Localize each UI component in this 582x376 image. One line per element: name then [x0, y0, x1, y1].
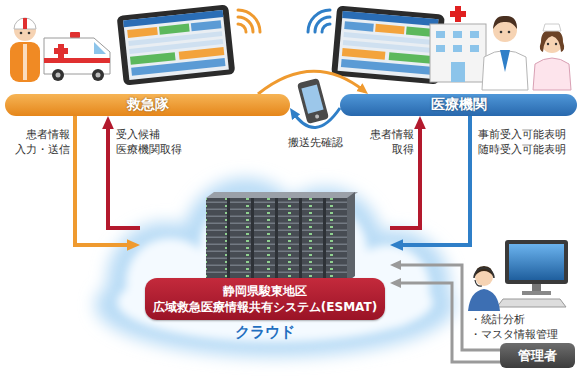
edge-label: 患者情報 入力・送信 [10, 128, 70, 158]
paramedic-figure [10, 18, 40, 82]
hospital-building [430, 6, 486, 82]
note-label: ・マスタ情報管理 [470, 328, 558, 343]
edge-label: 搬送先確認 [288, 136, 343, 151]
connector [258, 71, 365, 94]
server-racks [206, 192, 358, 282]
ambulance [44, 32, 110, 81]
edge-label: 受入候補 医療機関取得 [116, 128, 188, 158]
team-band: 救急隊 [5, 94, 290, 116]
admin-box: 管理者 [500, 343, 575, 368]
wifi-signal [238, 10, 260, 32]
node-text: 救急隊 [127, 96, 169, 114]
administrator-figure [468, 240, 568, 311]
node-text: クラウド [140, 323, 390, 342]
edge-label: 事前受入可能表明 随時受入可能表明 [478, 128, 572, 158]
nurse-figure [533, 24, 571, 90]
connector [292, 108, 340, 127]
note-label: ・統計分析 [470, 313, 525, 328]
system-box: 静岡県駿東地区 広域救急医療情報共有システム(ESMAT) [145, 278, 385, 320]
doctor-figure [482, 16, 528, 90]
tablet [117, 4, 236, 85]
mobile-phone [297, 78, 329, 124]
cloud-glow [95, 178, 455, 357]
cloud-region: クラウド 静岡県駿東地区 広域救急医療情報共有システム(ESMAT) [140, 190, 390, 350]
node-text: 管理者 [518, 347, 557, 365]
edge-label: 患者情報 取得 [364, 128, 414, 158]
node-text: 静岡県駿東地区 広域救急医療情報共有システム(ESMAT) [149, 283, 381, 315]
hospital-band: 医療機関 [340, 94, 577, 116]
node-text: 医療機関 [431, 96, 487, 114]
wifi-signal [308, 10, 330, 32]
tablet [331, 5, 445, 84]
